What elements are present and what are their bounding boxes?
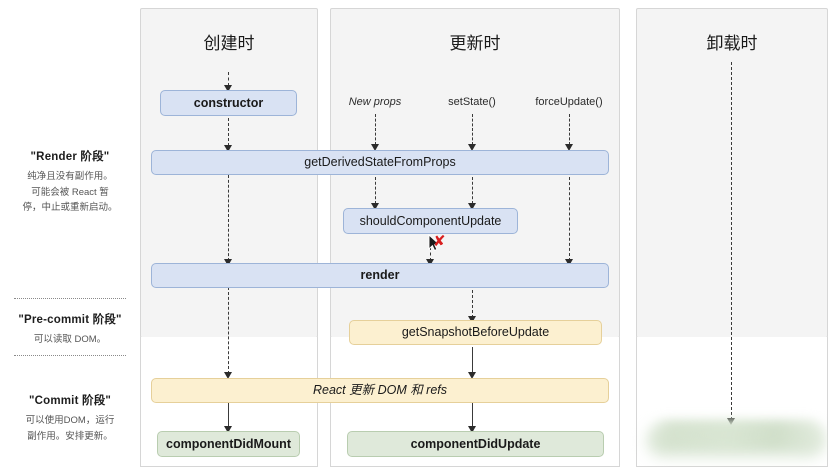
connector-constructor-to-gdsfp (228, 118, 229, 146)
arrowhead (468, 144, 476, 151)
box-should-component-update[interactable]: shouldComponentUpdate (343, 208, 518, 234)
column-unmounting: 卸载时 (636, 8, 828, 338)
connector-set-state-to-gdsfp (472, 114, 473, 145)
phase-label-rail: "Render 阶段" 纯净且没有副作用。 可能会被 React 暂 停，中止或… (0, 0, 140, 467)
box-react-updates-dom-and-refs[interactable]: React 更新 DOM 和 refs (151, 378, 609, 403)
connector-render-to-snapshot (472, 290, 473, 318)
arrowhead (371, 203, 379, 210)
phase-divider (14, 355, 126, 356)
phase-title: "Pre-commit 阶段" (18, 314, 122, 326)
phase-desc-line: 纯净且没有副作用。 (27, 171, 113, 182)
connector-dom-to-did-update (472, 403, 473, 428)
phase-title: "Commit 阶段" (28, 395, 112, 407)
connector-into-constructor (228, 72, 229, 86)
box-component-did-update[interactable]: componentDidUpdate (347, 431, 604, 457)
box-component-did-mount[interactable]: componentDidMount (157, 431, 300, 457)
connector-unmount-long-line (731, 62, 732, 420)
arrowhead (224, 372, 232, 379)
mouse-cursor-icon (428, 234, 441, 251)
arrowhead (468, 426, 476, 433)
redaction-smudge (651, 421, 823, 449)
box-get-derived-state-from-props[interactable]: getDerivedStateFromProps (151, 150, 609, 175)
box-constructor[interactable]: constructor (160, 90, 297, 116)
connector-dom-to-did-mount (228, 403, 229, 428)
phase-block-commit: "Commit 阶段" 可以使用DOM，运行 副作用。安排更新。 (0, 392, 140, 444)
phase-divider (14, 298, 126, 299)
column-header-unmounting: 卸载时 (706, 34, 758, 53)
connector-gdsfp-to-scu-state (472, 177, 473, 204)
phase-desc-line: 可以读取 DOM。 (33, 334, 107, 345)
arrowhead (565, 144, 573, 151)
phase-description: 可以读取 DOM。 (8, 332, 132, 348)
trigger-label-new-props: New props (348, 96, 402, 108)
trigger-label-force-update: forceUpdate() (535, 96, 603, 108)
arrowhead (224, 259, 232, 266)
arrowhead (371, 144, 379, 151)
phase-block-render: "Render 阶段" 纯净且没有副作用。 可能会被 React 暂 停，中止或… (0, 148, 140, 216)
connector-force-update-bypass-scu (569, 177, 570, 261)
arrowhead (426, 259, 434, 266)
arrowhead (224, 85, 232, 92)
connector-scu-to-render (430, 236, 431, 261)
connector-force-update-to-gdsfp (569, 114, 570, 145)
arrowhead (224, 426, 232, 433)
column-header-updating: 更新时 (449, 34, 501, 53)
column-header-mounting: 创建时 (203, 34, 255, 53)
phase-description: 可以使用DOM，运行 副作用。安排更新。 (8, 413, 132, 444)
phase-desc-line: 可能会被 React 暂 (31, 186, 109, 198)
connector-new-props-to-gdsfp (375, 114, 376, 145)
phase-block-pre-commit: "Pre-commit 阶段" 可以读取 DOM。 (0, 311, 140, 348)
connector-gdsfp-to-scu-props (375, 177, 376, 204)
connector-snapshot-to-dom (472, 347, 473, 374)
arrowhead (565, 259, 573, 266)
phase-desc-line: 停，中止或重新启动。 (22, 202, 118, 214)
phase-desc-line: 副作用。安排更新。 (27, 430, 113, 442)
phase-desc-line: 可以使用DOM，运行 (25, 415, 115, 426)
box-render[interactable]: render (151, 263, 609, 288)
phase-title: "Render 阶段" (30, 151, 110, 163)
arrowhead (468, 316, 476, 323)
arrowhead (224, 145, 232, 152)
phase-description: 纯净且没有副作用。 可能会被 React 暂 停，中止或重新启动。 (8, 169, 132, 216)
connector-render-to-dom-mount (228, 287, 229, 374)
trigger-label-set-state: setState() (448, 96, 496, 108)
connector-gdsfp-to-render-mount (228, 175, 229, 261)
arrowhead (468, 203, 476, 210)
arrowhead (468, 372, 476, 379)
skip-render-x-icon: ✘ (433, 232, 446, 250)
box-get-snapshot-before-update[interactable]: getSnapshotBeforeUpdate (349, 320, 602, 345)
